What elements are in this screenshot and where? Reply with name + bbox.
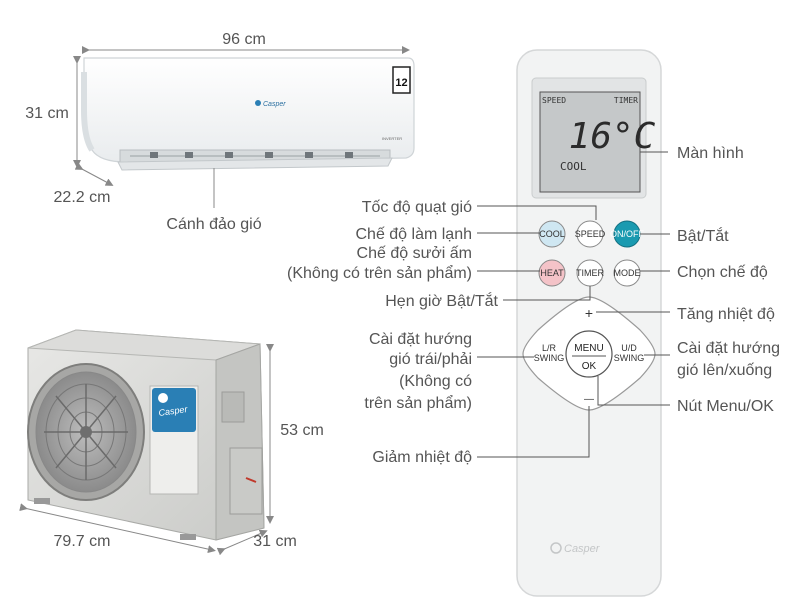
label-power: Bật/Tắt — [677, 226, 729, 245]
remote-brand: Casper — [564, 543, 601, 555]
outdoor-unit: Casper — [27, 329, 265, 541]
casper-logo-icon — [255, 100, 261, 106]
navigation-pad: + — L/R SWING U/D SWING MENU OK — [522, 296, 656, 411]
svg-text:MENU: MENU — [574, 343, 603, 354]
outdoor-brand: Casper — [158, 404, 189, 418]
lcd-top-right: TIMER — [614, 96, 638, 105]
lcd-screen — [539, 91, 641, 193]
label-ud-2: gió lên/xuống — [677, 362, 772, 379]
outdoor-width-label: 79.7 cm — [54, 533, 111, 550]
indoor-width-label: 96 cm — [222, 31, 266, 48]
label-lr-1: Cài đặt hướng — [369, 331, 472, 348]
label-temp-up: Tăng nhiệt độ — [677, 306, 775, 323]
mode-button[interactable]: MODE — [613, 259, 641, 287]
indoor-height-dimension: 31 cm — [25, 56, 81, 168]
svg-text:TIMER: TIMER — [576, 268, 604, 278]
outdoor-depth-dimension: 31 cm — [216, 529, 297, 556]
heat-button[interactable]: HEAT — [538, 259, 566, 287]
temp-down-button[interactable]: — — [584, 394, 594, 405]
svg-text:OK: OK — [582, 361, 597, 372]
indoor-depth-label: 22.2 cm — [54, 189, 111, 206]
indoor-height-label: 31 cm — [25, 105, 69, 122]
energy-badge — [392, 66, 411, 94]
label-ud-1: Cài đặt hướng — [677, 340, 780, 357]
indoor-width-dimension: 96 cm — [82, 31, 410, 54]
svg-text:ON/OFF: ON/OFF — [610, 229, 644, 239]
label-lr-4: trên sản phẩm) — [364, 394, 472, 412]
onoff-button[interactable]: ON/OFF — [610, 220, 644, 248]
lcd-temperature: 16°C — [569, 116, 656, 157]
svg-text:SPEED: SPEED — [575, 229, 606, 239]
callout-lines — [477, 151, 670, 458]
outdoor-height-dimension: 53 cm — [266, 344, 324, 524]
label-temp-down: Giảm nhiệt độ — [372, 449, 472, 466]
svg-text:SWING: SWING — [534, 353, 565, 363]
label-fan-speed: Tốc độ quạt gió — [362, 199, 472, 216]
lr-swing-button[interactable]: L/R SWING — [534, 343, 565, 363]
label-screen: Màn hình — [677, 145, 744, 162]
lcd-mode: COOL — [560, 160, 587, 173]
svg-text:HEAT: HEAT — [540, 268, 564, 278]
outdoor-height-label: 53 cm — [280, 422, 324, 439]
label-menu-ok: Nút Menu/OK — [677, 398, 774, 415]
indoor-brand: Casper — [263, 101, 286, 108]
label-lr-2: gió trái/phải — [389, 351, 472, 368]
label-heat-mode-2: (Không có trên sản phẩm) — [287, 264, 472, 282]
louver-label: Cánh đảo gió — [166, 216, 261, 233]
indoor-depth-dimension: 22.2 cm — [54, 162, 114, 206]
speed-button[interactable]: SPEED — [575, 220, 606, 248]
outdoor-width-dimension: 79.7 cm — [19, 503, 216, 554]
label-mode: Chọn chế độ — [677, 264, 768, 281]
louver-callout: Cánh đảo gió — [166, 168, 262, 233]
svg-text:L/R: L/R — [542, 343, 557, 353]
label-heat-mode-1: Chế độ sưởi ấm — [357, 245, 472, 262]
menu-ok-button[interactable]: MENU OK — [565, 330, 613, 378]
svg-text:MODE: MODE — [614, 268, 641, 278]
label-timer: Hẹn giờ Bật/Tắt — [385, 291, 498, 310]
temp-up-button[interactable]: + — [585, 305, 593, 321]
remote-logo-icon — [550, 542, 562, 554]
cool-button[interactable]: COOL — [538, 220, 566, 248]
indoor-unit: 12 Casper INVERTER — [81, 57, 415, 171]
remote-control: SPEED TIMER 16°C COOL COOL SPEED ON/OFF … — [516, 49, 662, 597]
label-lr-3: (Không có — [399, 373, 472, 390]
energy-badge-text: 12 — [395, 77, 407, 89]
svg-text:SWING: SWING — [614, 353, 645, 363]
label-cool-mode: Chế độ làm lạnh — [355, 226, 472, 243]
callout-labels: Màn hình Tốc độ quạt gió Chế độ làm lạnh… — [287, 145, 780, 466]
ud-swing-button[interactable]: U/D SWING — [614, 343, 645, 363]
lcd-top-left: SPEED — [542, 96, 566, 105]
outdoor-logo-icon — [158, 393, 168, 403]
svg-text:COOL: COOL — [539, 229, 565, 239]
outdoor-depth-label: 31 cm — [253, 533, 297, 550]
svg-text:U/D: U/D — [621, 343, 637, 353]
inverter-tag: INVERTER — [382, 136, 402, 141]
